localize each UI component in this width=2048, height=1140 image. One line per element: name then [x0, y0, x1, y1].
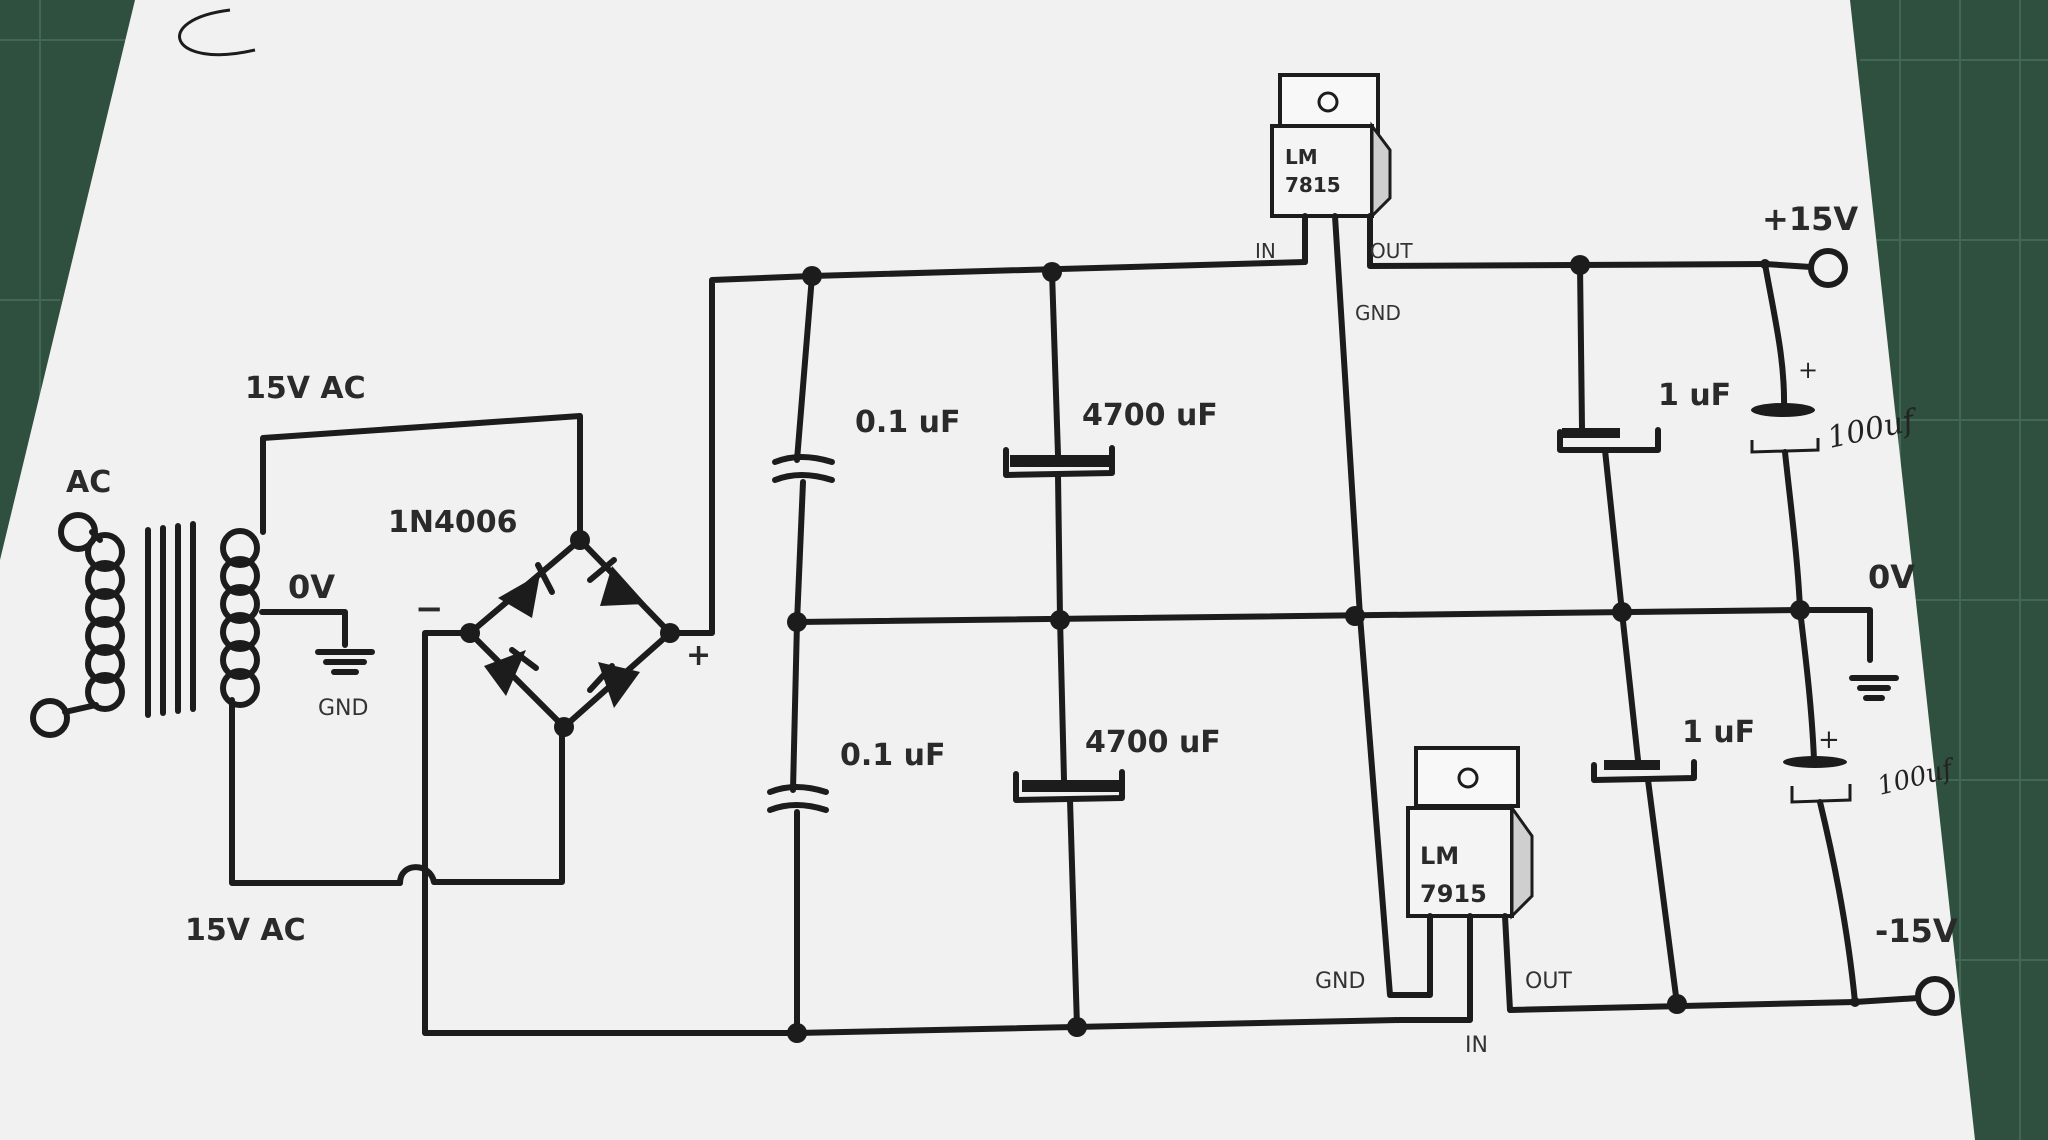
diode-top-right: [587, 557, 646, 606]
secondary-coil: [220, 528, 260, 708]
label-cap-0-1uf-top: 0.1 uF: [855, 405, 960, 440]
lm7815-pin-out: OUT: [1370, 239, 1413, 263]
hand-plus-bottom: +: [1818, 725, 1840, 755]
cap-4700uf-bottom: [1013, 615, 1125, 1029]
rail-bottom: [794, 1017, 1403, 1036]
label-ac-input: AC: [66, 465, 111, 500]
label-cap-4700uf-top: 4700 uF: [1082, 398, 1218, 433]
label-15vac-top: 15V AC: [245, 371, 366, 406]
cap-0-1uf-bottom: [767, 619, 829, 1036]
cap-0-1uf-top: [772, 273, 835, 625]
pen-mark: [178, 8, 256, 57]
label-1n4006: 1N4006: [388, 505, 517, 540]
cap-100uf-bottom: [1783, 607, 1858, 1005]
label-out-0v: 0V: [1868, 558, 1915, 596]
ground-symbol-right: [1849, 675, 1899, 701]
positive-rail-feed: [667, 273, 815, 636]
label-out-minus15v: -15V: [1875, 912, 1958, 950]
diode-top-left: [498, 562, 555, 618]
label-15vac-bottom: 15V AC: [185, 913, 306, 948]
label-rect-plus: +: [686, 638, 711, 673]
bridge-rectifier: [460, 530, 680, 737]
label-gnd-left: GND: [318, 696, 368, 721]
diode-bottom-right: [587, 662, 640, 708]
ground-symbol-left: [315, 649, 375, 675]
primary-coil: [85, 532, 125, 712]
cap-1uf-bottom: [1591, 609, 1697, 1007]
hand-plus-top: +: [1798, 356, 1818, 384]
negative-rail-wire: [422, 630, 800, 1036]
lm7915-pin-out: OUT: [1525, 969, 1572, 994]
lm7815-line1: LM: [1285, 145, 1318, 169]
lm7915-pin-gnd: GND: [1315, 969, 1365, 994]
lm7915-line2: 7915: [1420, 880, 1487, 908]
lm7815-pin-gnd: GND: [1355, 301, 1401, 325]
label-cap-0-1uf-bottom: 0.1 uF: [840, 738, 945, 773]
transformer: [30, 512, 260, 738]
labels: AC 15V AC 15V AC 0V GND 1N4006 − + 0.1 u…: [66, 145, 1960, 1058]
regulator-lm7915: [1357, 613, 1858, 1023]
label-rect-minus: −: [415, 589, 444, 629]
cap-1uf-top: [1557, 262, 1661, 615]
lm7915-line1: LM: [1420, 842, 1459, 870]
rail-zero: [794, 607, 1873, 663]
lm7815-line2: 7815: [1285, 173, 1341, 197]
label-cap-1uf-top: 1 uF: [1658, 378, 1731, 413]
lm7915-pin-in: IN: [1465, 1033, 1488, 1058]
label-cap-1uf-bottom: 1 uF: [1682, 715, 1755, 750]
label-cap-4700uf-bottom: 4700 uF: [1085, 725, 1221, 760]
diode-bottom-left: [484, 647, 539, 696]
secondary-wiring: [229, 413, 583, 886]
cap-100uf-top: [1750, 261, 1820, 613]
regulator-lm7815: [1270, 73, 1768, 619]
label-out-plus15v: +15V: [1762, 200, 1858, 238]
label-center-0v: 0V: [288, 568, 335, 606]
lm7815-pin-in: IN: [1255, 239, 1276, 263]
transformer-core: [145, 521, 196, 718]
cap-4700uf-top: [1003, 269, 1115, 621]
